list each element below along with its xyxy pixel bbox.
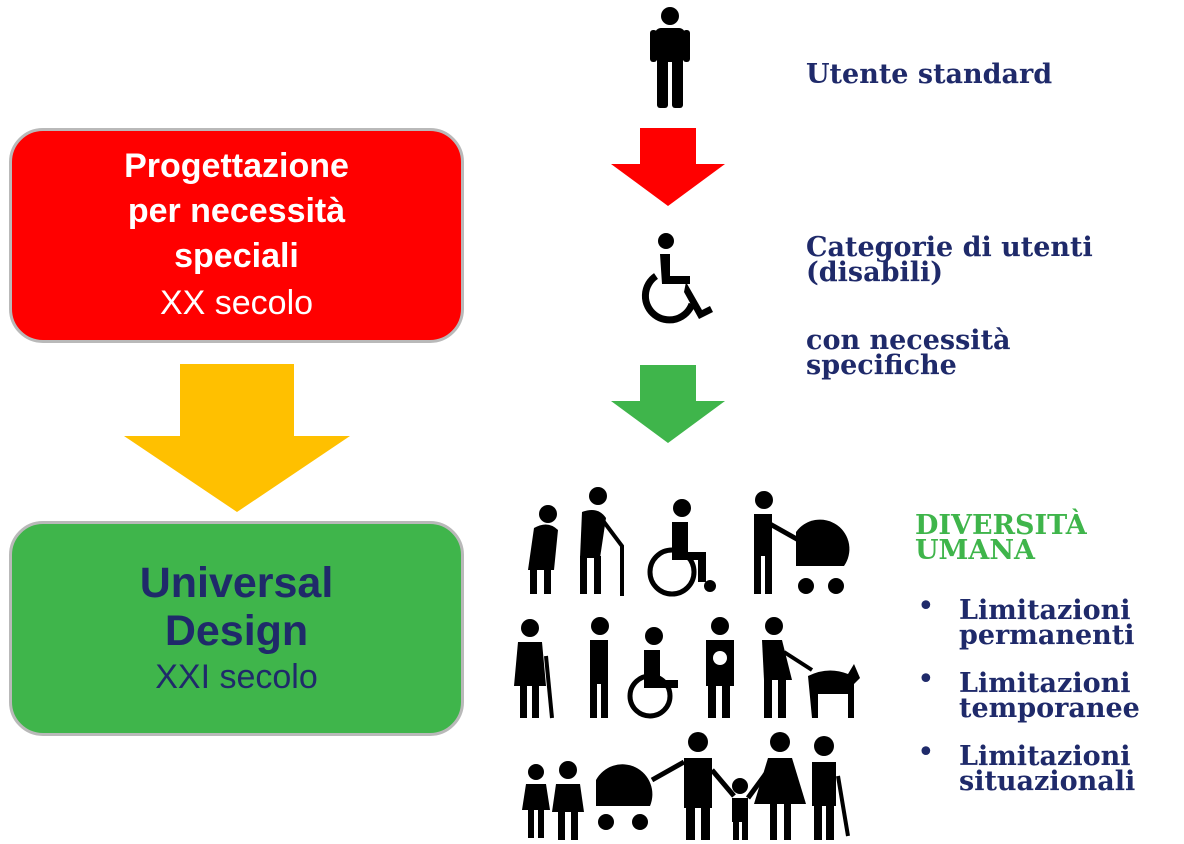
user-categories-line2: (disabili)	[806, 257, 944, 288]
universal-design-title-line1: Universal	[139, 558, 334, 607]
specific-needs-line2: specifiche	[806, 350, 957, 381]
specific-needs-line1: con necessità	[806, 325, 1011, 356]
list-item: • Limitazioni temporanee	[915, 665, 1184, 724]
special-needs-title-line3: speciali	[174, 237, 299, 275]
universal-design-title-line2: Design	[164, 606, 309, 655]
limitation-permanent-line2: permanenti	[959, 620, 1135, 651]
bullet-icon: •	[917, 662, 935, 697]
green-down-arrow	[611, 365, 725, 443]
list-item: • Limitazioni situazionali	[915, 738, 1184, 797]
wheelchair-icon	[647, 499, 716, 597]
special-needs-title-line2: per necessità	[127, 192, 346, 230]
user-categories-label: Categorie di utenti (disabili)	[806, 232, 1176, 288]
parent-carrying-child-icon	[706, 617, 734, 718]
special-needs-century: XX secolo	[159, 284, 314, 322]
limitation-temporary-line2: temporanee	[959, 693, 1140, 724]
limitation-temporary-line1: Limitazioni	[959, 668, 1131, 699]
assisted-wheelchair-icon	[590, 617, 678, 719]
universal-design-box: Universal Design XXI secolo	[9, 521, 464, 736]
standing-person-icon	[650, 7, 690, 108]
blind-person-guide-dog-icon	[762, 617, 860, 718]
limitation-permanent-line1: Limitazioni	[959, 595, 1131, 626]
red-down-arrow	[611, 128, 725, 206]
elderly-woman-cane-icon	[514, 619, 554, 719]
special-needs-design-box: Progettazione per necessità speciali XX …	[9, 128, 464, 343]
family-icon	[522, 732, 850, 840]
yellow-down-arrow	[124, 364, 350, 512]
human-diversity-line1: DIVERSITÀ	[915, 510, 1087, 541]
human-diversity-pictograms	[514, 487, 860, 840]
special-needs-title-line1: Progettazione	[124, 147, 349, 185]
user-categories-line1: Categorie di utenti	[806, 232, 1093, 263]
list-item: • Limitazioni permanenti	[915, 592, 1184, 651]
standard-user-label: Utente standard	[806, 59, 1053, 90]
universal-design-century: XXI secolo	[155, 657, 318, 696]
wheelchair-user-icon	[641, 233, 713, 324]
limitation-situational-line2: situazionali	[959, 766, 1136, 797]
human-diversity-line2: UMANA	[915, 535, 1036, 566]
human-diversity-title: DIVERSITÀ UMANA	[915, 510, 1175, 566]
limitations-list: • Limitazioni permanenti • Limitazioni t…	[915, 592, 1184, 817]
limitation-situational-line1: Limitazioni	[959, 741, 1131, 772]
person-with-stroller-icon	[754, 491, 850, 594]
bullet-icon: •	[917, 589, 935, 624]
specific-needs-label: con necessità specifiche	[806, 325, 1176, 381]
bullet-icon: •	[917, 735, 935, 770]
elderly-couple-icon	[528, 487, 624, 596]
